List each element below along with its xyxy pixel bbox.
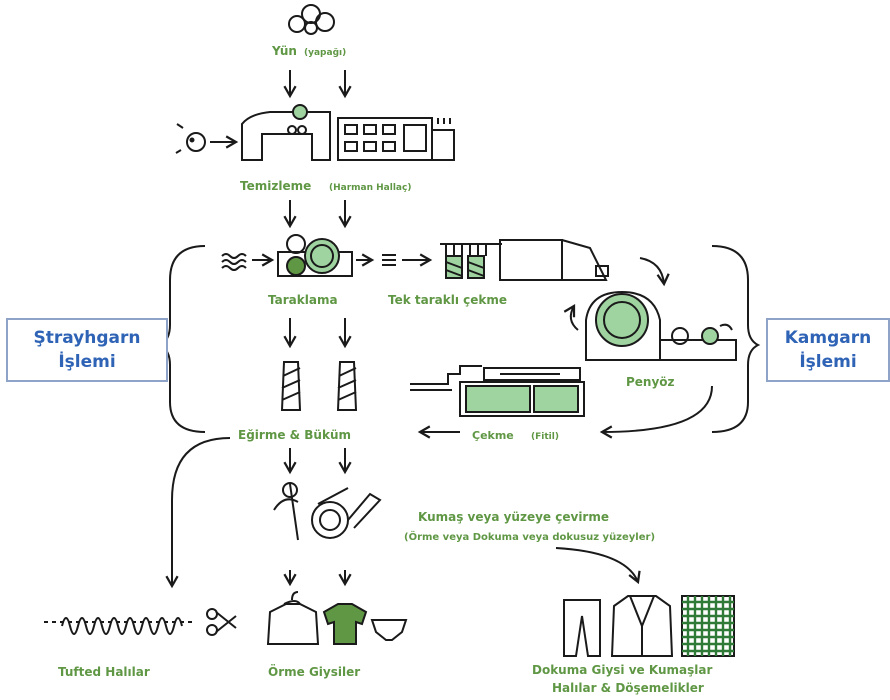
right-brace [711,245,761,433]
arrows-egirme-down [165,437,352,589]
kamgarn-line1: Kamgarn [784,328,872,348]
gill-machine-icon [440,239,609,281]
yun-label: Yün [271,44,297,58]
woven-products-icon [563,595,674,657]
cekme-label: Çekme [472,429,514,442]
orme-label: Örme Giysiler [268,664,360,679]
arrows-taraklama-down [283,318,352,349]
cleaning-machine-icon [175,104,455,161]
tufted-label: Tufted Halılar [58,665,150,679]
penyoz-label: Penyöz [626,375,675,389]
bobbins-icon [280,361,358,411]
cekme-sublabel: (Fitil) [531,432,559,442]
arrows-cekme [417,385,713,439]
yun-sublabel: (yapağı) [304,48,346,58]
kumas-sublabel: (Örme veya Dokuma veya dokusuz yüzeyler) [404,529,655,543]
tufted-carpet-icon [44,608,237,636]
strayhgarn-box: Ştrayhgarn İşlemi [6,318,168,382]
temizleme-sublabel: (Harman Hallaç) [329,183,411,193]
arrows-yun-down [283,70,352,99]
drawing-frame-icon [410,365,585,417]
knitting-needle-icon [273,482,382,541]
temizleme-label: Temizleme [240,179,311,193]
kamgarn-box: Kamgarn İşlemi [766,318,890,382]
egirme-label: Eğirme & Büküm [238,428,351,442]
knit-garments-icon [266,591,408,645]
kamgarn-line2: İşlemi [799,352,857,372]
taraklama-label: Taraklama [268,293,338,307]
strayhgarn-line1: Ştrayhgarn [33,328,141,348]
dokuma-label-line1: Dokuma Giysi ve Kumaşlar [532,663,712,677]
strayhgarn-line2: İşlemi [58,352,116,372]
comber-machine-icon [563,257,737,361]
arrows-needle-down [283,570,352,587]
dokuma-label-line2: Halılar & Döşemelikler [552,681,704,695]
arrow-kumas [555,547,641,585]
kumas-title: Kumaş veya yüzeye çevirme [418,510,609,524]
arrows-temizleme-down [283,200,352,229]
fabric-grid-icon [681,595,735,657]
carding-machine-icon [221,234,433,277]
tek-tarakli-label: Tek taraklı çekme [388,293,507,307]
wool-icon [288,4,335,35]
